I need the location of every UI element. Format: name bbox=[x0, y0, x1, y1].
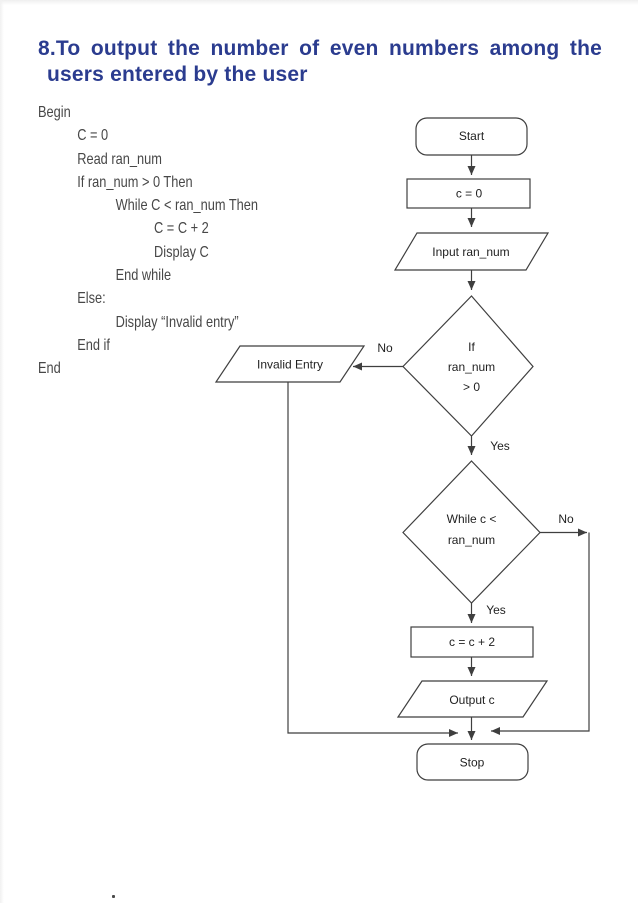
footer-dot bbox=[112, 895, 115, 898]
if-decision-shape bbox=[402, 295, 534, 437]
title-line-1: 8.To output the number of even numbers a… bbox=[38, 37, 602, 60]
pseudocode-block: Begin C = 0 Read ran_num If ran_num > 0 … bbox=[38, 101, 258, 381]
pseudocode-line: Begin bbox=[38, 104, 71, 121]
edge-while-no-to-stop bbox=[491, 532, 590, 735]
invalid-label: Invalid Entry bbox=[257, 358, 323, 372]
while-no-branch-label: No bbox=[558, 512, 574, 526]
if-label-line3: > 0 bbox=[463, 380, 480, 394]
if-label-line2: ran_num bbox=[448, 360, 495, 374]
if-yes-branch-label: Yes bbox=[490, 439, 510, 453]
pseudocode-line: Display C bbox=[154, 243, 209, 261]
page-edge-shadow-left bbox=[0, 0, 4, 903]
init-label: c = 0 bbox=[456, 187, 483, 201]
stop-terminator-shape bbox=[416, 743, 529, 781]
output-label: Output c bbox=[449, 693, 494, 707]
input-label: Input ran_num bbox=[432, 245, 509, 259]
pseudocode-line: C = C + 2 bbox=[154, 220, 209, 238]
pseudocode-line: End while bbox=[115, 267, 172, 285]
pseudocode-line: While C < ran_num Then bbox=[115, 197, 259, 215]
while-label-line2: ran_num bbox=[448, 533, 495, 547]
invalid-io-shape bbox=[214, 345, 366, 383]
title-line-2: users entered by the user bbox=[47, 63, 308, 86]
while-yes-branch-label: Yes bbox=[486, 603, 506, 617]
init-process-shape bbox=[406, 178, 531, 209]
stop-label: Stop bbox=[460, 756, 485, 770]
start-terminator-shape bbox=[415, 117, 528, 156]
increment-label: c = c + 2 bbox=[449, 635, 495, 649]
edge-invalid-to-stop bbox=[287, 382, 458, 737]
page-edge-shadow-top bbox=[0, 0, 638, 5]
while-label-line1: While c < bbox=[447, 512, 497, 526]
increment-process-shape bbox=[410, 626, 534, 658]
page-title: 8.To output the number of even numbers a… bbox=[38, 36, 602, 88]
pseudocode-line: If ran_num > 0 Then bbox=[77, 173, 193, 191]
output-io-shape bbox=[396, 680, 549, 718]
pseudocode-line: Display “Invalid entry” bbox=[115, 313, 239, 331]
pseudocode-line: End bbox=[38, 360, 61, 378]
pseudocode-line: End if bbox=[77, 336, 110, 354]
pseudocode-line: C = 0 bbox=[77, 127, 109, 145]
if-label-line1: If bbox=[468, 340, 475, 354]
if-no-branch-label: No bbox=[377, 341, 393, 355]
pseudocode-line: Read ran_num bbox=[77, 150, 162, 168]
pseudocode-line: Else: bbox=[77, 290, 106, 308]
while-decision-shape bbox=[402, 460, 541, 604]
input-io-shape bbox=[393, 232, 550, 271]
start-label: Start bbox=[459, 129, 485, 143]
